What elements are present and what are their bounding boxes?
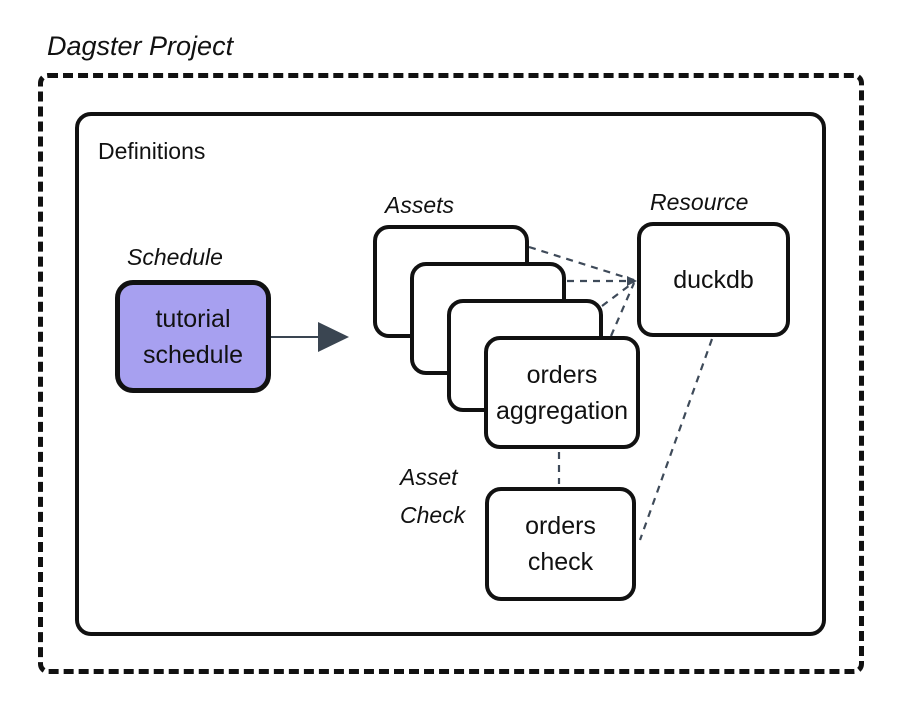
node-orders-aggregation: orders aggregation xyxy=(484,336,640,449)
node-duckdb: duckdb xyxy=(637,222,790,337)
node-tutorial-schedule-line1: tutorial xyxy=(155,304,231,333)
node-tutorial-schedule: tutorial schedule xyxy=(115,280,271,393)
asset-check-section-label: Asset Check xyxy=(400,458,465,534)
schedule-section-label: Schedule xyxy=(127,244,223,270)
node-duckdb-label: duckdb xyxy=(673,265,754,294)
node-orders-aggregation-line1: orders xyxy=(526,360,598,389)
dagster-project-boundary xyxy=(38,73,864,674)
node-orders-check-line2: check xyxy=(527,548,594,576)
node-orders-check: orders check xyxy=(485,487,636,601)
assets-section-label: Assets xyxy=(385,192,455,218)
asset-check-section-label-line2: Check xyxy=(400,502,466,528)
definitions-container xyxy=(75,112,826,636)
definitions-label: Definitions xyxy=(98,138,206,164)
asset-check-section-label-line1: Asset xyxy=(400,464,458,490)
diagram-title: Dagster Project xyxy=(47,31,234,61)
node-tutorial-schedule-line2: schedule xyxy=(142,340,244,369)
node-orders-check-line1: orders xyxy=(525,512,596,540)
resource-section-label: Resource xyxy=(650,189,749,215)
node-orders-aggregation-line2: aggregation xyxy=(495,396,629,425)
